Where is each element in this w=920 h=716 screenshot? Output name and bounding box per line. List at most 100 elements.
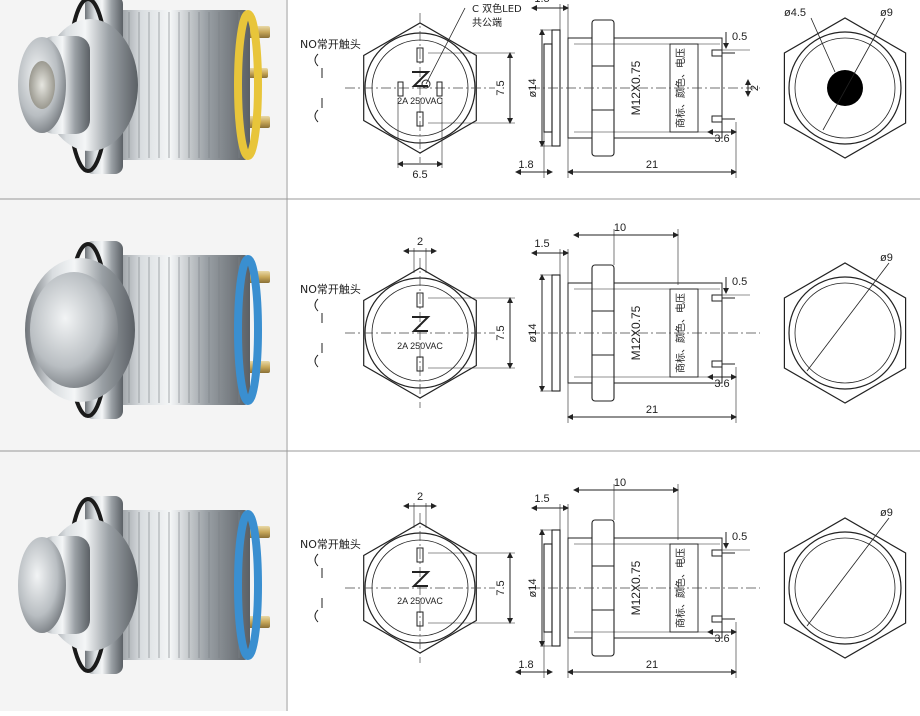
side-view: M12X0.75 商标、颜色、电压 ø14 1.5 10 0.5 3.6 21 1.8 [515, 477, 760, 678]
dimension-label: 1.8 [518, 159, 533, 171]
inner-circle [794, 537, 896, 639]
contact-symbol [314, 553, 319, 567]
contact-type-label: NO常开触头 [300, 537, 361, 551]
leader-line [806, 517, 890, 627]
contact-slot [416, 292, 424, 308]
dimension-label: 3.6 [714, 633, 729, 645]
color-band [234, 255, 262, 405]
outer-circle [788, 31, 902, 145]
hex-outline [783, 262, 907, 404]
contact-slot [416, 356, 424, 372]
dimension-label: 7.5 [495, 80, 507, 95]
switch-photo [18, 0, 270, 174]
contact-type-label: NO常开触头 [300, 282, 361, 296]
inner-circle [794, 37, 896, 139]
terminal [711, 549, 723, 557]
rating-label: 2A 250VAC [397, 596, 443, 606]
switch-photo [18, 496, 270, 674]
inner-circle [794, 282, 896, 384]
terminal [711, 615, 723, 623]
outer-circle [788, 531, 902, 645]
thread-body [613, 37, 723, 139]
dimension-label: 7.5 [495, 580, 507, 595]
dimension-label: 6.5 [412, 169, 427, 181]
dimension-label: 10 [614, 477, 626, 489]
dimension-label: ø4.5 [784, 7, 806, 19]
marking-label: 商标、颜色、电压 [674, 548, 687, 628]
dimension-label: 0.5 [732, 31, 747, 43]
dimension-label: 1.5 [534, 238, 549, 250]
rear-view: ø9 [783, 507, 907, 659]
dimension-label: 21 [646, 659, 658, 671]
dimension-label: 21 [646, 159, 658, 171]
side-view: M12X0.75 商标、颜色、电压 ø14 1.5 10 0.5 3.6 21 [527, 222, 760, 423]
dimension-label: 3.6 [714, 133, 729, 145]
contact-symbol [314, 354, 319, 368]
dimension-label: 2 [417, 236, 423, 248]
hex-outline [783, 17, 907, 159]
contact-slot [416, 611, 424, 627]
thread-body [613, 537, 723, 639]
threaded-body [105, 255, 250, 405]
brand-logo-icon [411, 316, 431, 332]
dimension-label: 10 [614, 222, 626, 234]
thread-spec-label: M12X0.75 [629, 305, 643, 360]
thread-spec-label: M12X0.75 [629, 560, 643, 615]
dimension-label: 1.5 [534, 0, 549, 5]
dimension-label: 2 [749, 85, 761, 91]
contact-type-label: NO常开触头 [300, 37, 361, 51]
marking-label: 商标、颜色、电压 [674, 48, 687, 128]
leader-line [810, 17, 836, 73]
hex-outline [783, 517, 907, 659]
led-lens [29, 61, 55, 109]
dimension-label: 7.5 [495, 325, 507, 340]
terminal [711, 294, 723, 302]
dimension-label: 1.8 [518, 659, 533, 671]
threaded-body [105, 10, 250, 160]
rating-label: 2A 250VAC [397, 96, 443, 106]
common-pin [421, 79, 431, 89]
led-label: C 双色LED [472, 2, 522, 15]
terminal [711, 360, 723, 368]
dimension-label: 1.5 [534, 493, 549, 505]
contact-symbol [314, 53, 319, 67]
led-pin-slot [397, 81, 404, 97]
marking-label: 商标、颜色、电压 [674, 293, 687, 373]
dimension-label: ø14 [527, 79, 539, 98]
contact-symbol [314, 298, 319, 312]
dimension-label: ø14 [527, 579, 539, 598]
contact-slot [416, 547, 424, 563]
dimension-label: ø9 [880, 252, 893, 264]
contact-symbol [314, 609, 319, 623]
front-view: 2A 250VAC NO常开触头 7.5 2 [300, 491, 515, 663]
dimension-label: 0.5 [732, 276, 747, 288]
switch-photo [25, 241, 270, 419]
dimension-label: ø9 [880, 507, 893, 519]
leader-line [425, 7, 466, 85]
button-cap [30, 272, 118, 388]
common-terminal-label: 共公端 [472, 16, 502, 29]
dimension-label: 0.5 [732, 531, 747, 543]
terminal [711, 49, 723, 57]
dimension-label: ø9 [880, 7, 893, 19]
leader-line [806, 262, 890, 372]
led-dot [827, 70, 863, 106]
led-pin-slot [436, 81, 443, 97]
dimension-label: 3.6 [714, 378, 729, 390]
button-cap [18, 537, 66, 633]
color-band [234, 510, 262, 660]
dimension-label: 2 [417, 491, 423, 503]
rear-view: ø4.5 ø9 [783, 7, 907, 159]
thread-body [613, 282, 723, 384]
threaded-body [105, 510, 250, 660]
brand-logo-icon [411, 571, 431, 587]
dimension-label: 21 [646, 404, 658, 416]
rear-view: ø9 [783, 252, 907, 404]
contact-symbol [314, 109, 319, 123]
dimension-label: ø14 [527, 324, 539, 343]
